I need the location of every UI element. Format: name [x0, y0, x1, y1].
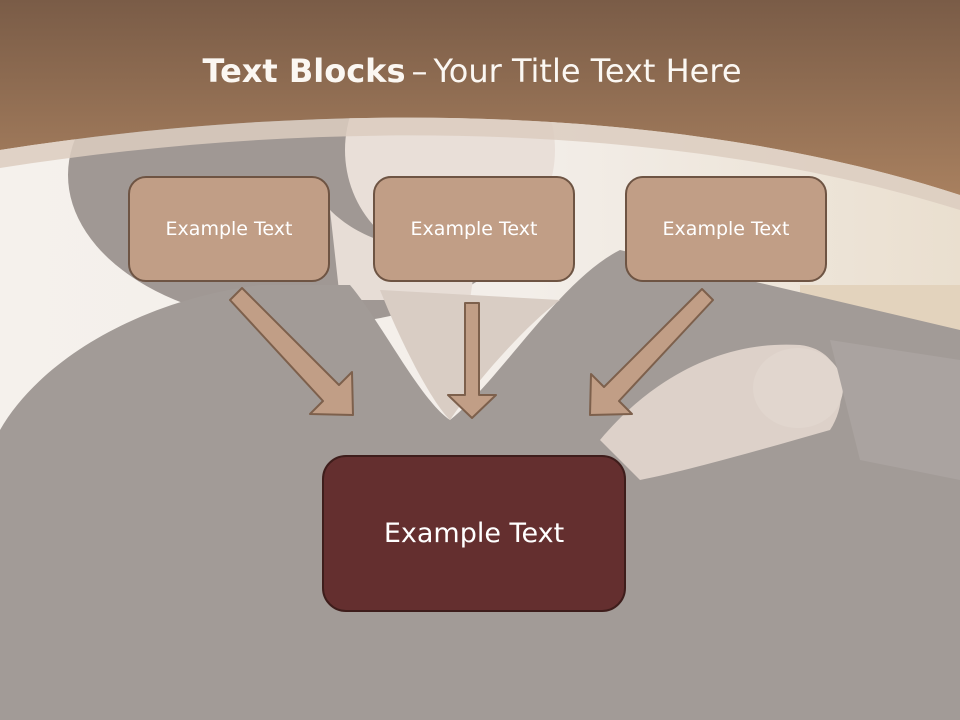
arrow-right — [589, 288, 714, 416]
bottom-box-label: Example Text — [383, 518, 565, 549]
bottom-box: Example Text — [322, 455, 626, 612]
slide-title: Text Blocks–Your Title Text Here — [0, 52, 944, 90]
top-box-2-label: Example Text — [410, 218, 538, 240]
top-box-1: Example Text — [128, 176, 330, 282]
top-box-2: Example Text — [373, 176, 575, 282]
title-bold: Text Blocks — [202, 52, 406, 90]
title-rest: Your Title Text Here — [433, 52, 742, 90]
arrow-left — [229, 287, 354, 416]
arrow-center — [447, 302, 497, 419]
top-box-3: Example Text — [625, 176, 827, 282]
top-box-1-label: Example Text — [165, 218, 293, 240]
top-box-3-label: Example Text — [662, 218, 790, 240]
title-separator: – — [411, 52, 428, 90]
